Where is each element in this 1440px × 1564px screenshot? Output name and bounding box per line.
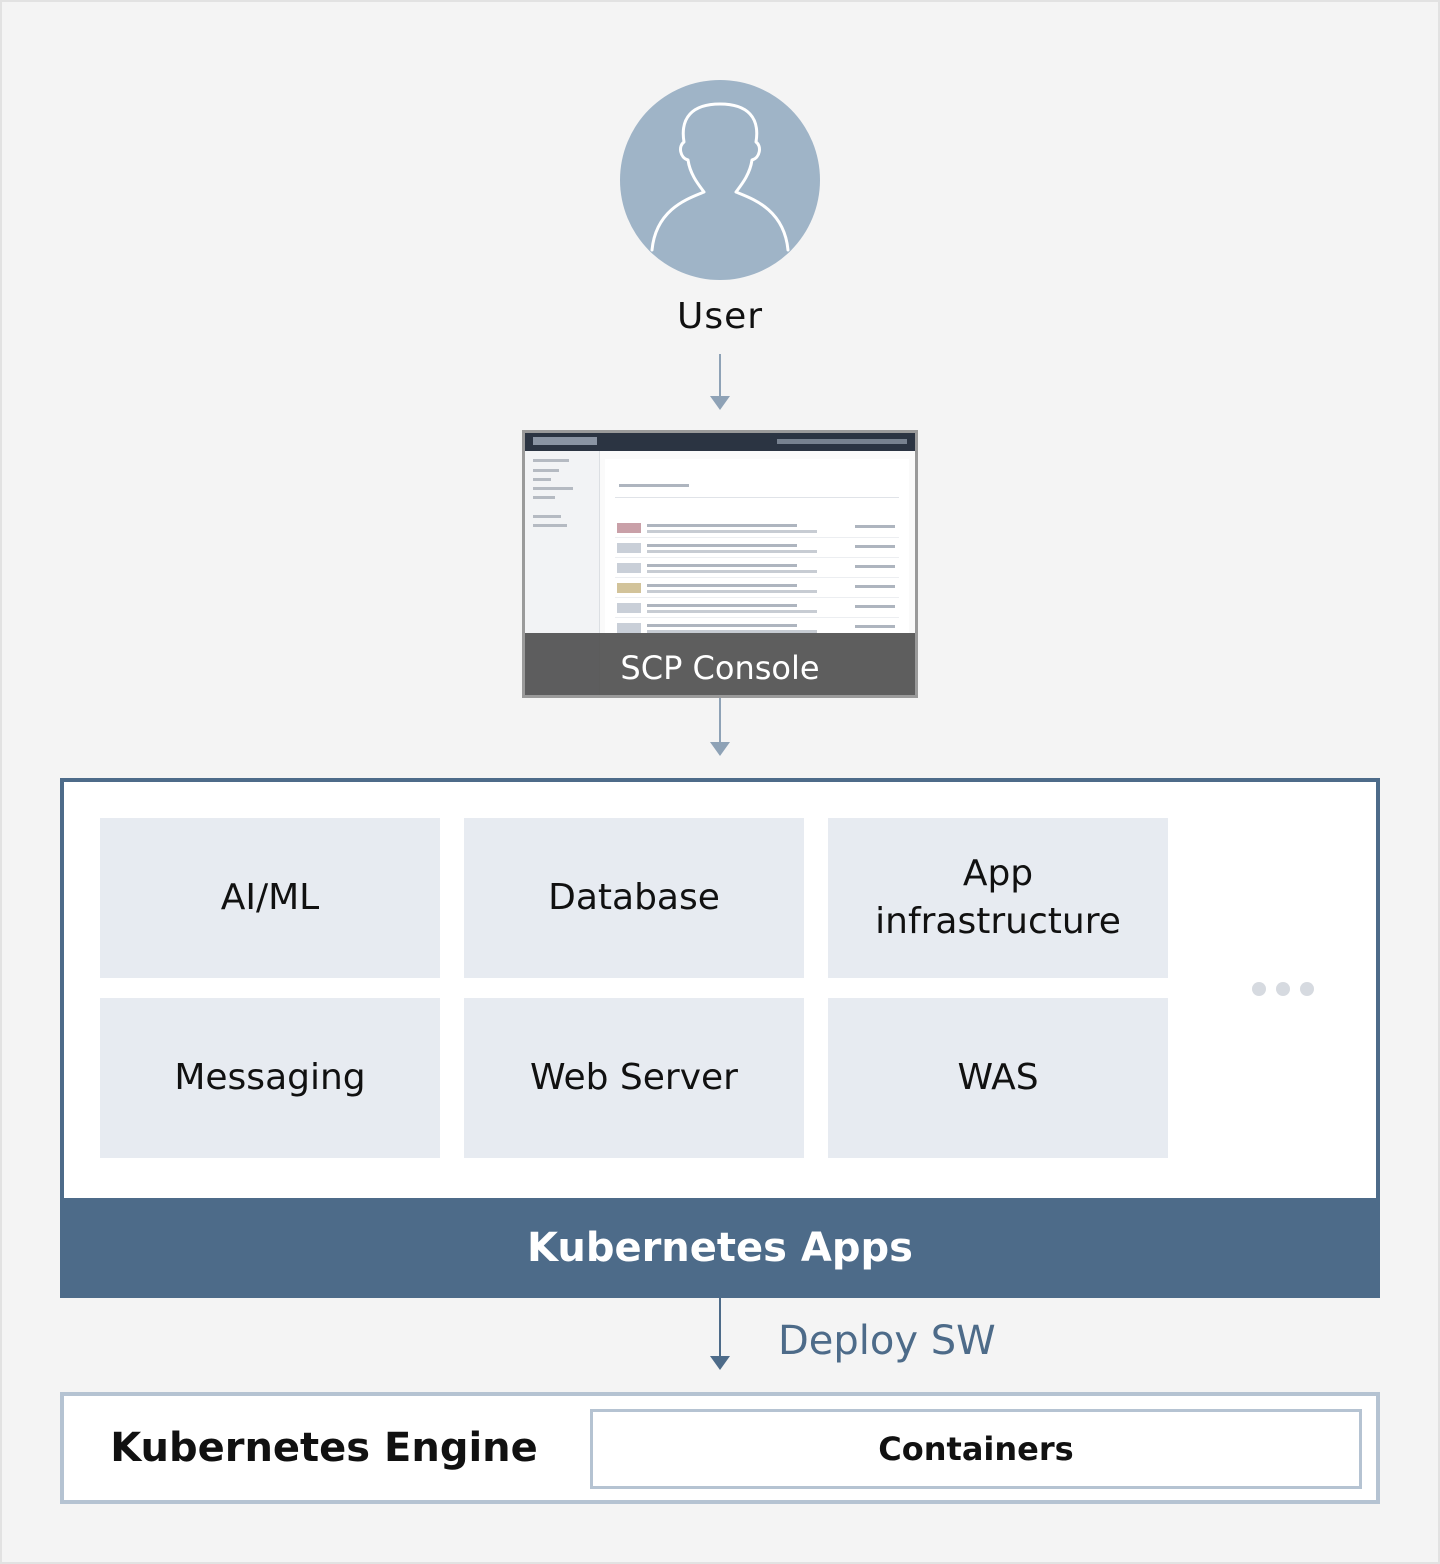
app-tile-messaging: Messaging bbox=[100, 998, 440, 1158]
console-label-overlay bbox=[525, 633, 915, 695]
console-header bbox=[525, 433, 915, 451]
app-tile-ai-ml: AI/ML bbox=[100, 818, 440, 978]
kubernetes-engine-title: Kubernetes Engine bbox=[110, 1425, 538, 1471]
app-tile-label: Web Server bbox=[530, 1057, 738, 1098]
kubernetes-apps-title: Kubernetes Apps bbox=[60, 1198, 1380, 1298]
app-tile-label: AI/ML bbox=[220, 877, 320, 918]
containers-box: Containers bbox=[590, 1409, 1362, 1489]
user-label: User bbox=[676, 296, 764, 337]
app-tile-label: WAS bbox=[957, 1057, 1039, 1098]
console-label: SCP Console bbox=[620, 649, 820, 687]
app-tile-web-server: Web Server bbox=[464, 998, 804, 1158]
kubernetes-engine-box: Kubernetes Engine Containers bbox=[60, 1392, 1380, 1504]
deploy-sw-label: Deploy SW bbox=[778, 1318, 996, 1364]
arrow-down-icon bbox=[709, 354, 731, 410]
user-avatar-icon bbox=[620, 80, 820, 280]
app-tile-label: Database bbox=[548, 877, 720, 918]
app-tile-database: Database bbox=[464, 818, 804, 978]
app-tile-label: Messaging bbox=[174, 1057, 366, 1098]
app-tile-label: App infrastructure bbox=[875, 853, 1121, 942]
arrow-down-icon bbox=[709, 1298, 731, 1372]
kubernetes-apps-panel: AI/ML Database App infrastructure Messag… bbox=[60, 778, 1380, 1298]
app-tile-app-infrastructure: App infrastructure bbox=[828, 818, 1168, 978]
more-dots-icon bbox=[1252, 982, 1322, 1002]
app-tile-was: WAS bbox=[828, 998, 1168, 1158]
scp-console-screenshot: SCP Console bbox=[522, 430, 918, 698]
arrow-down-icon bbox=[709, 698, 731, 758]
